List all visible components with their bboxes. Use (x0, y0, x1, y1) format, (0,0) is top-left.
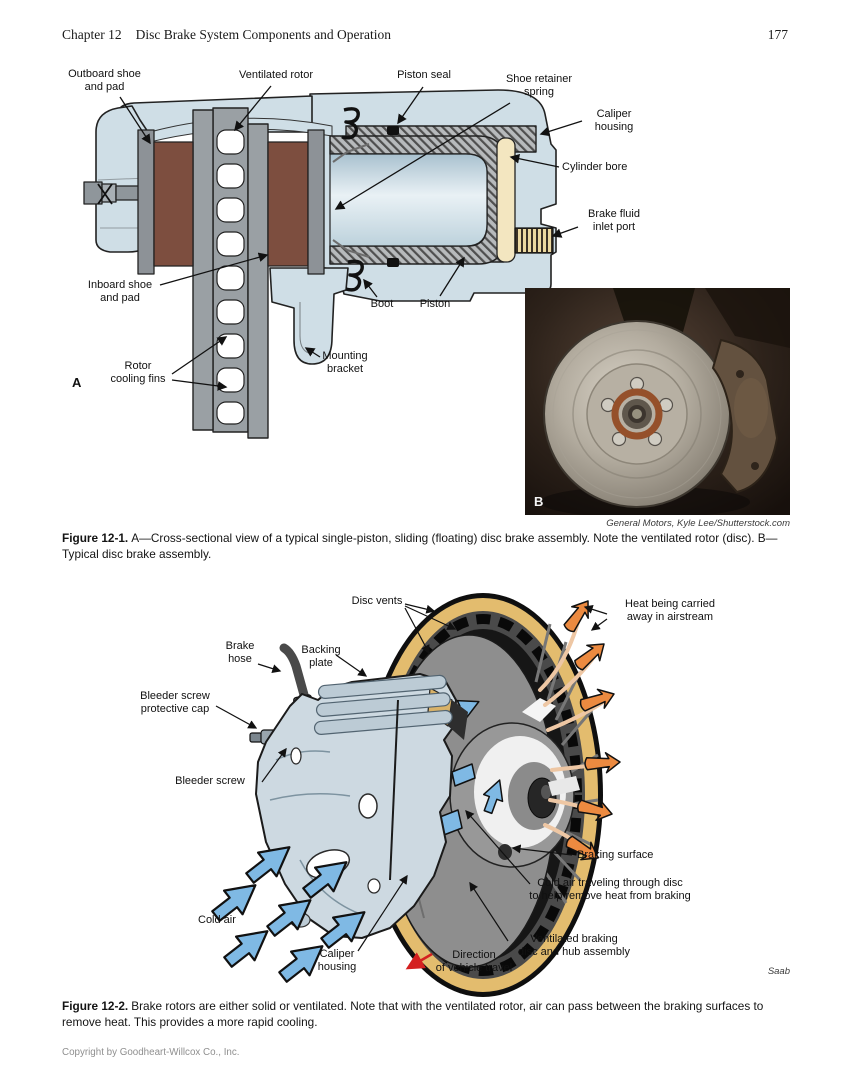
brake-pads (137, 129, 325, 275)
label-shoe-retainer-spring: Shoe retainer spring (505, 73, 573, 98)
figure-12-1-caption-label: Figure 12-1. (62, 531, 129, 545)
figure-12-1-caption: Figure 12-1.A—Cross-sectional view of a … (62, 531, 791, 562)
chapter-number: Chapter 12 (62, 27, 122, 42)
label-cylinder-bore: Cylinder bore (562, 161, 628, 173)
label-mounting-bracket: Mounting bracket (322, 350, 368, 375)
photo-art (525, 288, 790, 518)
label-backing-plate: Backing plate (301, 644, 341, 669)
page-header: Chapter 12 Disc Brake System Components a… (62, 27, 391, 43)
label-ventilated-disc: Ventilated braking disc and hub assembly (518, 933, 630, 958)
figure-12-2-caption-text: Brake rotors are either solid or ventila… (62, 999, 764, 1029)
label-cold-air: Cold air (198, 914, 236, 926)
ventilated-rotor-shape (192, 107, 269, 439)
chapter-title: Disc Brake System Components and Operati… (135, 27, 391, 42)
boot-and-seal-clips (341, 107, 399, 292)
photo-rust-ring (611, 388, 663, 440)
bleeder-screw-shape (249, 727, 297, 747)
brake-fluid-inlet-threads (514, 227, 554, 254)
figure-12-2-caption-label: Figure 12-2. (62, 999, 129, 1013)
panel-letter-a: A (72, 375, 82, 390)
label-bleeder-screw: Bleeder screw (175, 775, 245, 787)
braking-surface-face (382, 634, 556, 968)
heat-flow-tails (538, 620, 614, 857)
label-braking-surface: Braking surface (577, 849, 654, 861)
caliper-housing-fig2 (255, 673, 468, 939)
label-piston: Piston (419, 298, 451, 310)
label-inboard-shoe: Inboard shoe and pad (87, 279, 153, 304)
fig1-leader-lines (119, 85, 583, 391)
label-disc-vents: Disc vents (351, 595, 403, 607)
label-brake-hose: Brake hose (225, 640, 255, 665)
label-heat-airstream: Heat being carried away in airstream (625, 598, 715, 623)
label-direction-of-travel: Direction of vehicle travel (435, 949, 513, 974)
label-caliper-housing-2: Caliper housing (317, 948, 357, 973)
label-caliper-housing-1: Caliper housing (594, 108, 634, 133)
label-brake-fluid-inlet-port: Brake fluid inlet port (588, 208, 640, 233)
photo-credit: General Motors, Kyle Lee/Shutterstock.co… (606, 518, 790, 529)
label-ventilated-rotor: Ventilated rotor (239, 69, 313, 81)
piston-shape (329, 135, 506, 265)
disc-brake-photo: B (525, 288, 790, 518)
label-outboard-shoe: Outboard shoe and pad (68, 68, 141, 93)
photo-lug-studs (600, 376, 674, 447)
rotor-cooling-fin-holes (216, 129, 245, 425)
page-number: 177 (767, 27, 788, 42)
label-piston-seal: Piston seal (397, 69, 451, 81)
guide-pin-bolt (83, 181, 141, 205)
figure-12-2-credit: Saab (767, 966, 790, 977)
figure-12-1-caption-text: A—Cross-sectional view of a typical sing… (62, 531, 778, 561)
figure-12-2-caption: Figure 12-2.Brake rotors are either soli… (62, 999, 791, 1030)
caliper-housing-shape (309, 89, 557, 302)
label-bleeder-cap: Bleeder screw protective cap (140, 690, 210, 715)
label-cold-air-through-disc: Cold air traveling through disc to help … (529, 877, 691, 902)
label-boot: Boot (370, 298, 394, 310)
panel-letter-b: B (534, 494, 544, 509)
copyright-footer: Copyright by Goodheart-Willcox Co., Inc. (62, 1047, 240, 1058)
label-rotor-cooling-fins: Rotor cooling fins (110, 360, 166, 385)
cylinder-bore-seal (496, 137, 516, 263)
heat-arrows (558, 594, 622, 868)
cold-air-into-disc-arrows (431, 691, 510, 839)
